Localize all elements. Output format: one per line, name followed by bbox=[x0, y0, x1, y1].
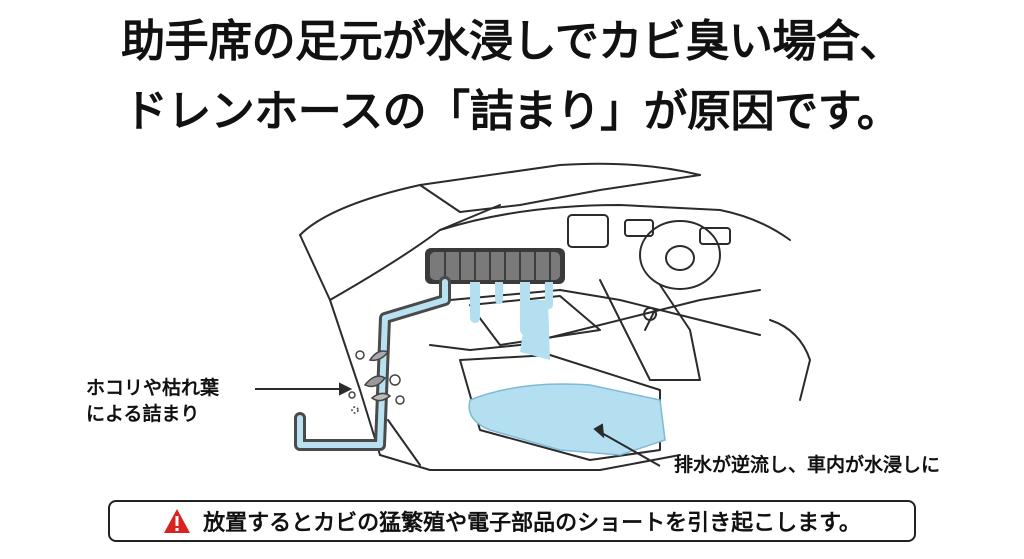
seat-edge bbox=[769, 319, 811, 401]
water-puddle bbox=[468, 383, 666, 456]
warning-banner: 放置するとカビの猛繁殖や電子部品のショートを引き起こします。 bbox=[108, 500, 916, 542]
center-screen bbox=[567, 214, 609, 248]
vent-right bbox=[699, 227, 731, 245]
vent-left bbox=[624, 219, 654, 237]
floor-line bbox=[429, 289, 761, 351]
headline-line-2: ドレンホースの「詰まり」が原因です。 bbox=[123, 86, 901, 137]
steering-wheel bbox=[639, 220, 721, 290]
door-inner bbox=[387, 419, 421, 466]
warning-text: 放置するとカビの猛繁殖や電子部品のショートを引き起こします。 bbox=[203, 511, 861, 536]
callout-lines bbox=[255, 382, 661, 467]
center-console bbox=[599, 279, 701, 381]
callout-clog: ホコリや枯れ葉 による詰まり bbox=[86, 376, 219, 427]
door-opening bbox=[329, 204, 501, 301]
windshield-edge bbox=[419, 174, 701, 213]
gear-shift bbox=[643, 307, 658, 331]
callout-clog-line-1: ホコリや枯れ葉 bbox=[86, 377, 220, 399]
blower-unit bbox=[425, 248, 565, 284]
a-pillar bbox=[299, 234, 381, 456]
steering-hub bbox=[665, 245, 695, 271]
sill bbox=[379, 454, 681, 471]
dashboard-top bbox=[439, 204, 791, 241]
debris-icon bbox=[348, 350, 405, 414]
roof-line bbox=[299, 162, 701, 236]
warning-triangle-icon bbox=[164, 509, 191, 533]
callout-clog-line-2: による詰まり bbox=[86, 402, 200, 425]
water-drips bbox=[470, 282, 553, 360]
headline-line-1: 助手席の足元が水浸しでカビ臭い場合、 bbox=[121, 16, 903, 67]
floor-mat bbox=[459, 354, 661, 461]
drain-hose bbox=[294, 276, 451, 451]
callout-backflow: 排水が逆流し、車内が水浸しに bbox=[674, 454, 941, 476]
